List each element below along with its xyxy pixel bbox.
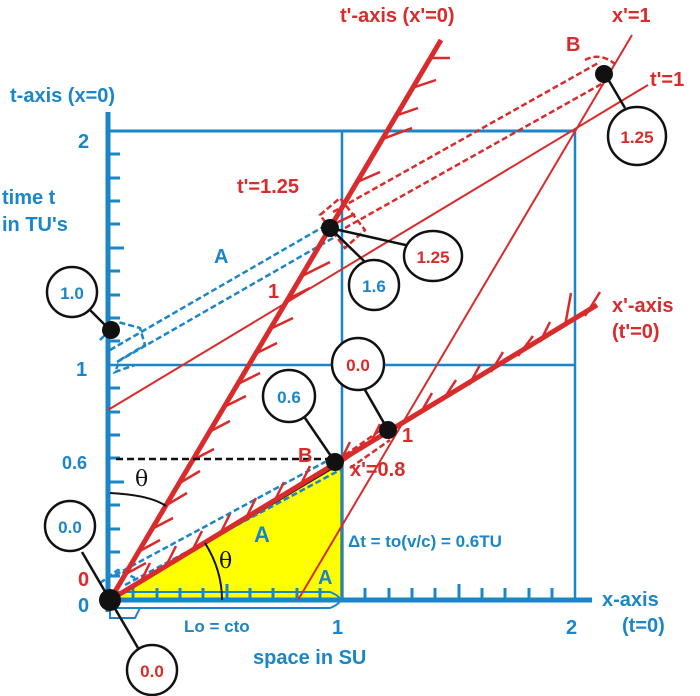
A-lower-label: A	[318, 567, 332, 589]
tprime-eq-125-label: t'=1.25	[237, 176, 299, 198]
bubble-event-blue-1.6: 1.6	[362, 277, 386, 296]
theta-arc-upper	[109, 492, 167, 507]
bubbles	[43, 105, 668, 696]
theta-arc-lower	[204, 542, 223, 601]
t-axis-label: t-axis (x=0)	[10, 85, 115, 107]
bubble-event-x1-red: 0.0	[346, 356, 370, 375]
xprime-axis-label-line1: x'-axis	[612, 295, 673, 317]
theta-lower-label: θ	[219, 549, 232, 574]
x-tick-2: 2	[566, 617, 577, 639]
moving-frame-dashed-lines	[318, 55, 616, 470]
event-dots	[99, 65, 613, 611]
t-tick-2: 2	[78, 131, 89, 153]
t-tick-0.6: 0.6	[62, 453, 87, 473]
bubble-event-B-blue: 0.6	[277, 388, 301, 407]
tprime-eq-1-label: t'=1	[650, 69, 684, 91]
moving-frame-lines	[107, 34, 649, 603]
tprime-axis-label: t'-axis (x'=0)	[340, 5, 455, 27]
xprime-eq-1-label: x'=1	[612, 5, 651, 27]
bubble-origin-red: 0.0	[140, 662, 164, 681]
red-one-upper: 1	[268, 281, 279, 303]
bubble-t1-blue: 1.0	[60, 284, 84, 303]
theta-upper-label: θ	[135, 467, 148, 492]
red-one-lower: 1	[402, 425, 413, 447]
red-zero-label: 0	[78, 569, 89, 591]
bubble-top-right-red: 1.25	[620, 128, 653, 147]
t-tick-1: 1	[76, 359, 87, 381]
x-tick-1: 1	[332, 617, 343, 639]
A-upper-label: A	[214, 246, 228, 268]
bubble-origin-blue: 0.0	[58, 518, 82, 537]
B-lower-label: B	[298, 445, 312, 467]
t-axis-title-line2: in TU's	[2, 214, 68, 236]
bubble-event-red-1.25: 1.25	[416, 248, 449, 267]
A-triangle-label: A	[254, 522, 270, 547]
xprime-eq-08-label: x'=0.8	[350, 459, 405, 481]
t-axis-title-line1: time t	[2, 187, 56, 209]
t-tick-0: 0	[78, 595, 89, 617]
x-axis-title: space in SU	[253, 647, 366, 669]
B-upper-label: B	[566, 34, 580, 56]
x-axis-label-line1: x-axis	[602, 589, 659, 611]
x-axis-label-line2: (t=0)	[622, 615, 665, 637]
xprime-axis-label-line2: (t'=0)	[612, 321, 660, 343]
length-equation: Lo = cto	[184, 617, 250, 636]
delta-t-equation: Δt = to(v/c) = 0.6TU	[348, 532, 502, 551]
